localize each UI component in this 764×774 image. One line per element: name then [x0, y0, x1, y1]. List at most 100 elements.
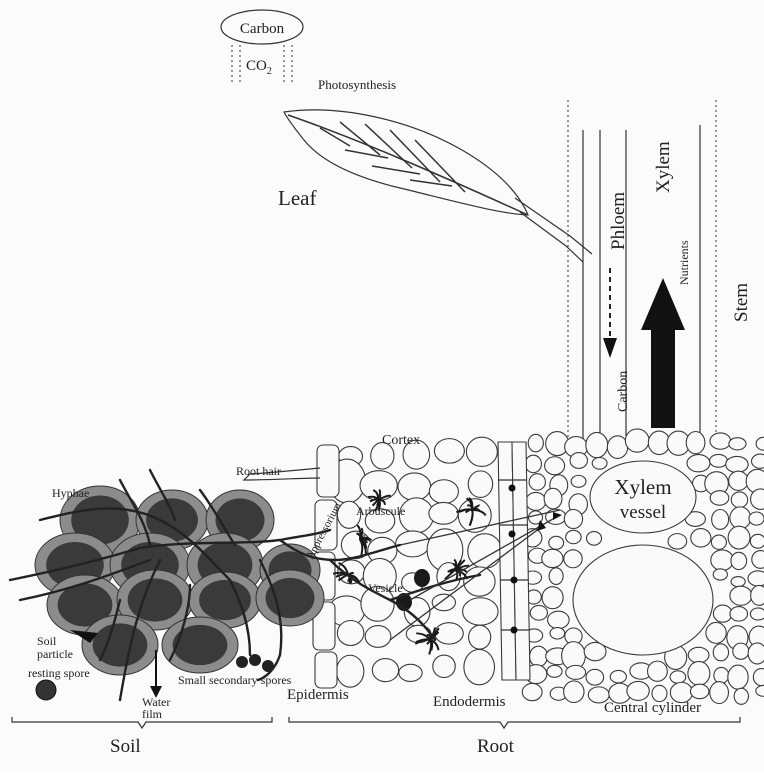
root-cell [372, 659, 398, 682]
root-cell [586, 669, 604, 685]
hyphae-label: Hyphae [52, 486, 89, 500]
root-cell [712, 509, 729, 529]
carbon-down-arrow-head [603, 338, 617, 358]
root-cell [610, 670, 626, 682]
root-cell [566, 665, 586, 679]
root-cell [530, 605, 547, 620]
root-cell [336, 655, 363, 687]
root-bracket [289, 717, 740, 728]
root-cell [713, 644, 728, 661]
root-cell [690, 684, 708, 699]
root-cell [542, 549, 563, 567]
soil-label: Soil [110, 736, 141, 757]
root-hair-label: Root hair [236, 464, 281, 478]
leaf [284, 110, 592, 262]
root-cell [730, 586, 752, 605]
root-cell [731, 552, 747, 569]
root-cell [668, 534, 687, 549]
root-cell [706, 622, 726, 643]
soil-particle-core [266, 578, 315, 618]
root-cell [550, 628, 565, 639]
root-cell [526, 492, 546, 510]
root-cell [729, 438, 746, 450]
root-cell [688, 661, 710, 685]
root-cell [730, 507, 751, 529]
phloem-label: Phloem [608, 192, 629, 250]
epidermis-label: Epidermis [287, 687, 349, 703]
root-cell [525, 455, 541, 472]
root-cell [337, 620, 363, 645]
root-cell [464, 649, 495, 684]
resting-spore-label: resting spore [28, 666, 90, 680]
root-cell [435, 623, 463, 644]
root-cell [710, 454, 728, 467]
root-cell [753, 669, 764, 686]
root-cell [549, 536, 564, 549]
root-cell [566, 530, 581, 543]
root-cell [469, 625, 491, 649]
root-cell [731, 492, 747, 508]
root-cell [731, 577, 745, 587]
root-cell [529, 474, 545, 491]
soil-particle-label-2: particle [37, 647, 73, 661]
root-cell [670, 671, 686, 683]
root-cell [571, 475, 586, 487]
root-cell [468, 471, 492, 498]
root-cell [586, 432, 608, 457]
cortex-label: Cortex [382, 433, 420, 448]
root-cell [433, 655, 455, 677]
root-cell [570, 453, 587, 469]
root-cell [542, 587, 563, 609]
root-cell [627, 681, 649, 700]
root-cell [748, 643, 764, 664]
root-cell [750, 608, 764, 620]
root-cell [429, 480, 458, 504]
root-cell [713, 605, 732, 622]
arbuscule-label: Arbuscule [356, 504, 405, 518]
root-cell [625, 429, 649, 452]
secondary-spore [236, 656, 248, 668]
root-cell [748, 571, 764, 586]
root-label: Root [477, 736, 515, 757]
endodermis-label: Endodermis [433, 694, 506, 710]
xylem-vessel-large [573, 545, 713, 655]
photosynthesis-label: Photosynthesis [318, 77, 396, 92]
root-cell [728, 665, 748, 689]
root-cell [729, 471, 749, 490]
soil-particle-label-1: Soil [37, 634, 57, 648]
root-cell [648, 661, 668, 681]
root-cell [463, 598, 498, 625]
root-cell [711, 535, 726, 549]
root-cell [756, 685, 764, 696]
root-cell [756, 437, 764, 450]
root-cell [752, 454, 764, 468]
root-cell [548, 611, 570, 628]
root-cell [710, 491, 729, 505]
vesicle [414, 569, 430, 587]
xylem-vessel-label-2: vessel [620, 502, 666, 523]
root-cell [396, 531, 430, 557]
xylem-label: Xylem [653, 141, 674, 193]
root-cell [688, 647, 709, 663]
root-cell [710, 433, 731, 449]
root-cell [528, 434, 543, 451]
vesicle-label: Vesicle [368, 581, 403, 595]
root-cell [710, 682, 729, 704]
xylem-vessel-label-1: Xylem [614, 475, 671, 499]
carbon-stem-label: Carbon [616, 371, 631, 412]
root-cell [458, 499, 491, 533]
root-cell [749, 512, 764, 525]
root-cell [434, 439, 464, 464]
root-cell [564, 510, 582, 529]
root-cell [728, 526, 750, 549]
soil-particle-core [128, 578, 183, 621]
stem-label: Stem [731, 283, 752, 322]
resting-spore [36, 680, 56, 700]
root-cell [365, 626, 391, 648]
nutrients-up-arrow [641, 278, 685, 428]
root-cell [686, 431, 705, 453]
root-cell [607, 436, 627, 459]
root-cell [730, 607, 748, 622]
